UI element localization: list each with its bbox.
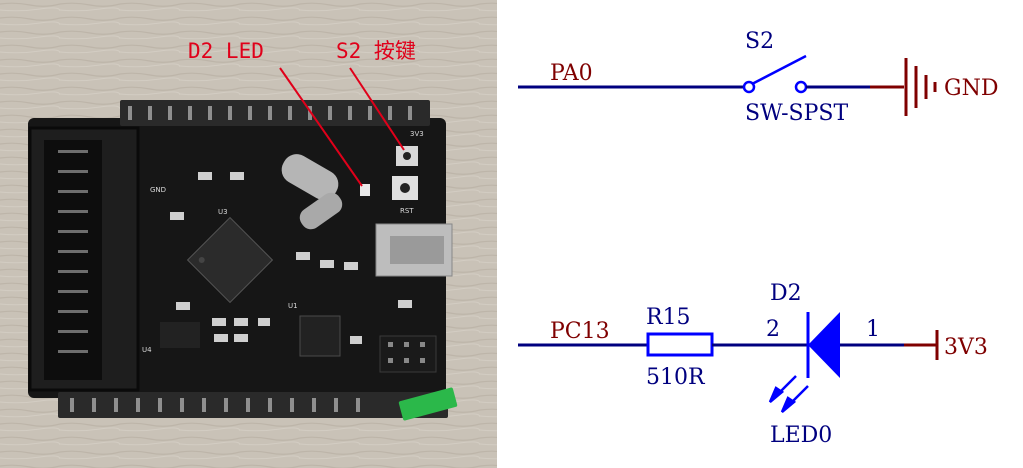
led-circuit: PC13 R15 510R 2 D2 LED0 1 3V3	[518, 281, 988, 448]
led-diode-d2	[806, 312, 840, 378]
resistor-value-label: 510R	[646, 365, 706, 390]
led-callout-label: D2 LED	[188, 39, 264, 63]
jumper-cap	[398, 387, 458, 421]
switch-circuit: PA0 S2 SW-SPST GND	[518, 29, 998, 126]
led-emission-arrows	[768, 375, 809, 413]
crystal	[281, 154, 339, 200]
switch-ref-label: S2	[745, 29, 774, 54]
diode-value-label: LED0	[770, 423, 832, 448]
ground-symbol	[904, 58, 937, 116]
mcu-chip	[186, 216, 274, 304]
key-callout-line	[349, 67, 405, 151]
diode-pin2-label: 2	[766, 317, 780, 342]
switch-type-label: SW-SPST	[745, 101, 848, 126]
silk-3v3: 3V3	[410, 130, 424, 138]
regulator-u1	[299, 315, 341, 357]
ground-label: GND	[944, 76, 998, 101]
led-callout-line	[279, 67, 363, 187]
silk-rst: RST	[400, 207, 414, 215]
board-photo: U3 RST 3V3 U1 U4 GND	[0, 0, 497, 468]
diode-pin1-label: 1	[866, 317, 880, 342]
net-label-pc13: PC13	[550, 319, 610, 344]
supply-label-3v3: 3V3	[944, 335, 988, 360]
led-d2	[360, 184, 370, 196]
resistor-ref-label: R15	[646, 305, 691, 330]
silk-u3: U3	[218, 208, 228, 216]
silk-3v3-gnd: GND	[150, 186, 166, 194]
key-callout-label: S2 按键	[336, 39, 416, 63]
diode-ref-label: D2	[770, 281, 802, 306]
pcb-board: U3 RST 3V3 U1 U4 GND	[28, 100, 458, 421]
chip-u4	[160, 322, 200, 348]
silk-u4: U4	[142, 346, 152, 354]
silk-u1: U1	[288, 302, 298, 310]
switch-s2	[742, 54, 808, 94]
schematic: PA0 S2 SW-SPST GND PC13 R15 510R 2 D2	[518, 29, 998, 448]
resistor-r15	[646, 332, 714, 357]
net-label-pa0: PA0	[550, 61, 593, 86]
